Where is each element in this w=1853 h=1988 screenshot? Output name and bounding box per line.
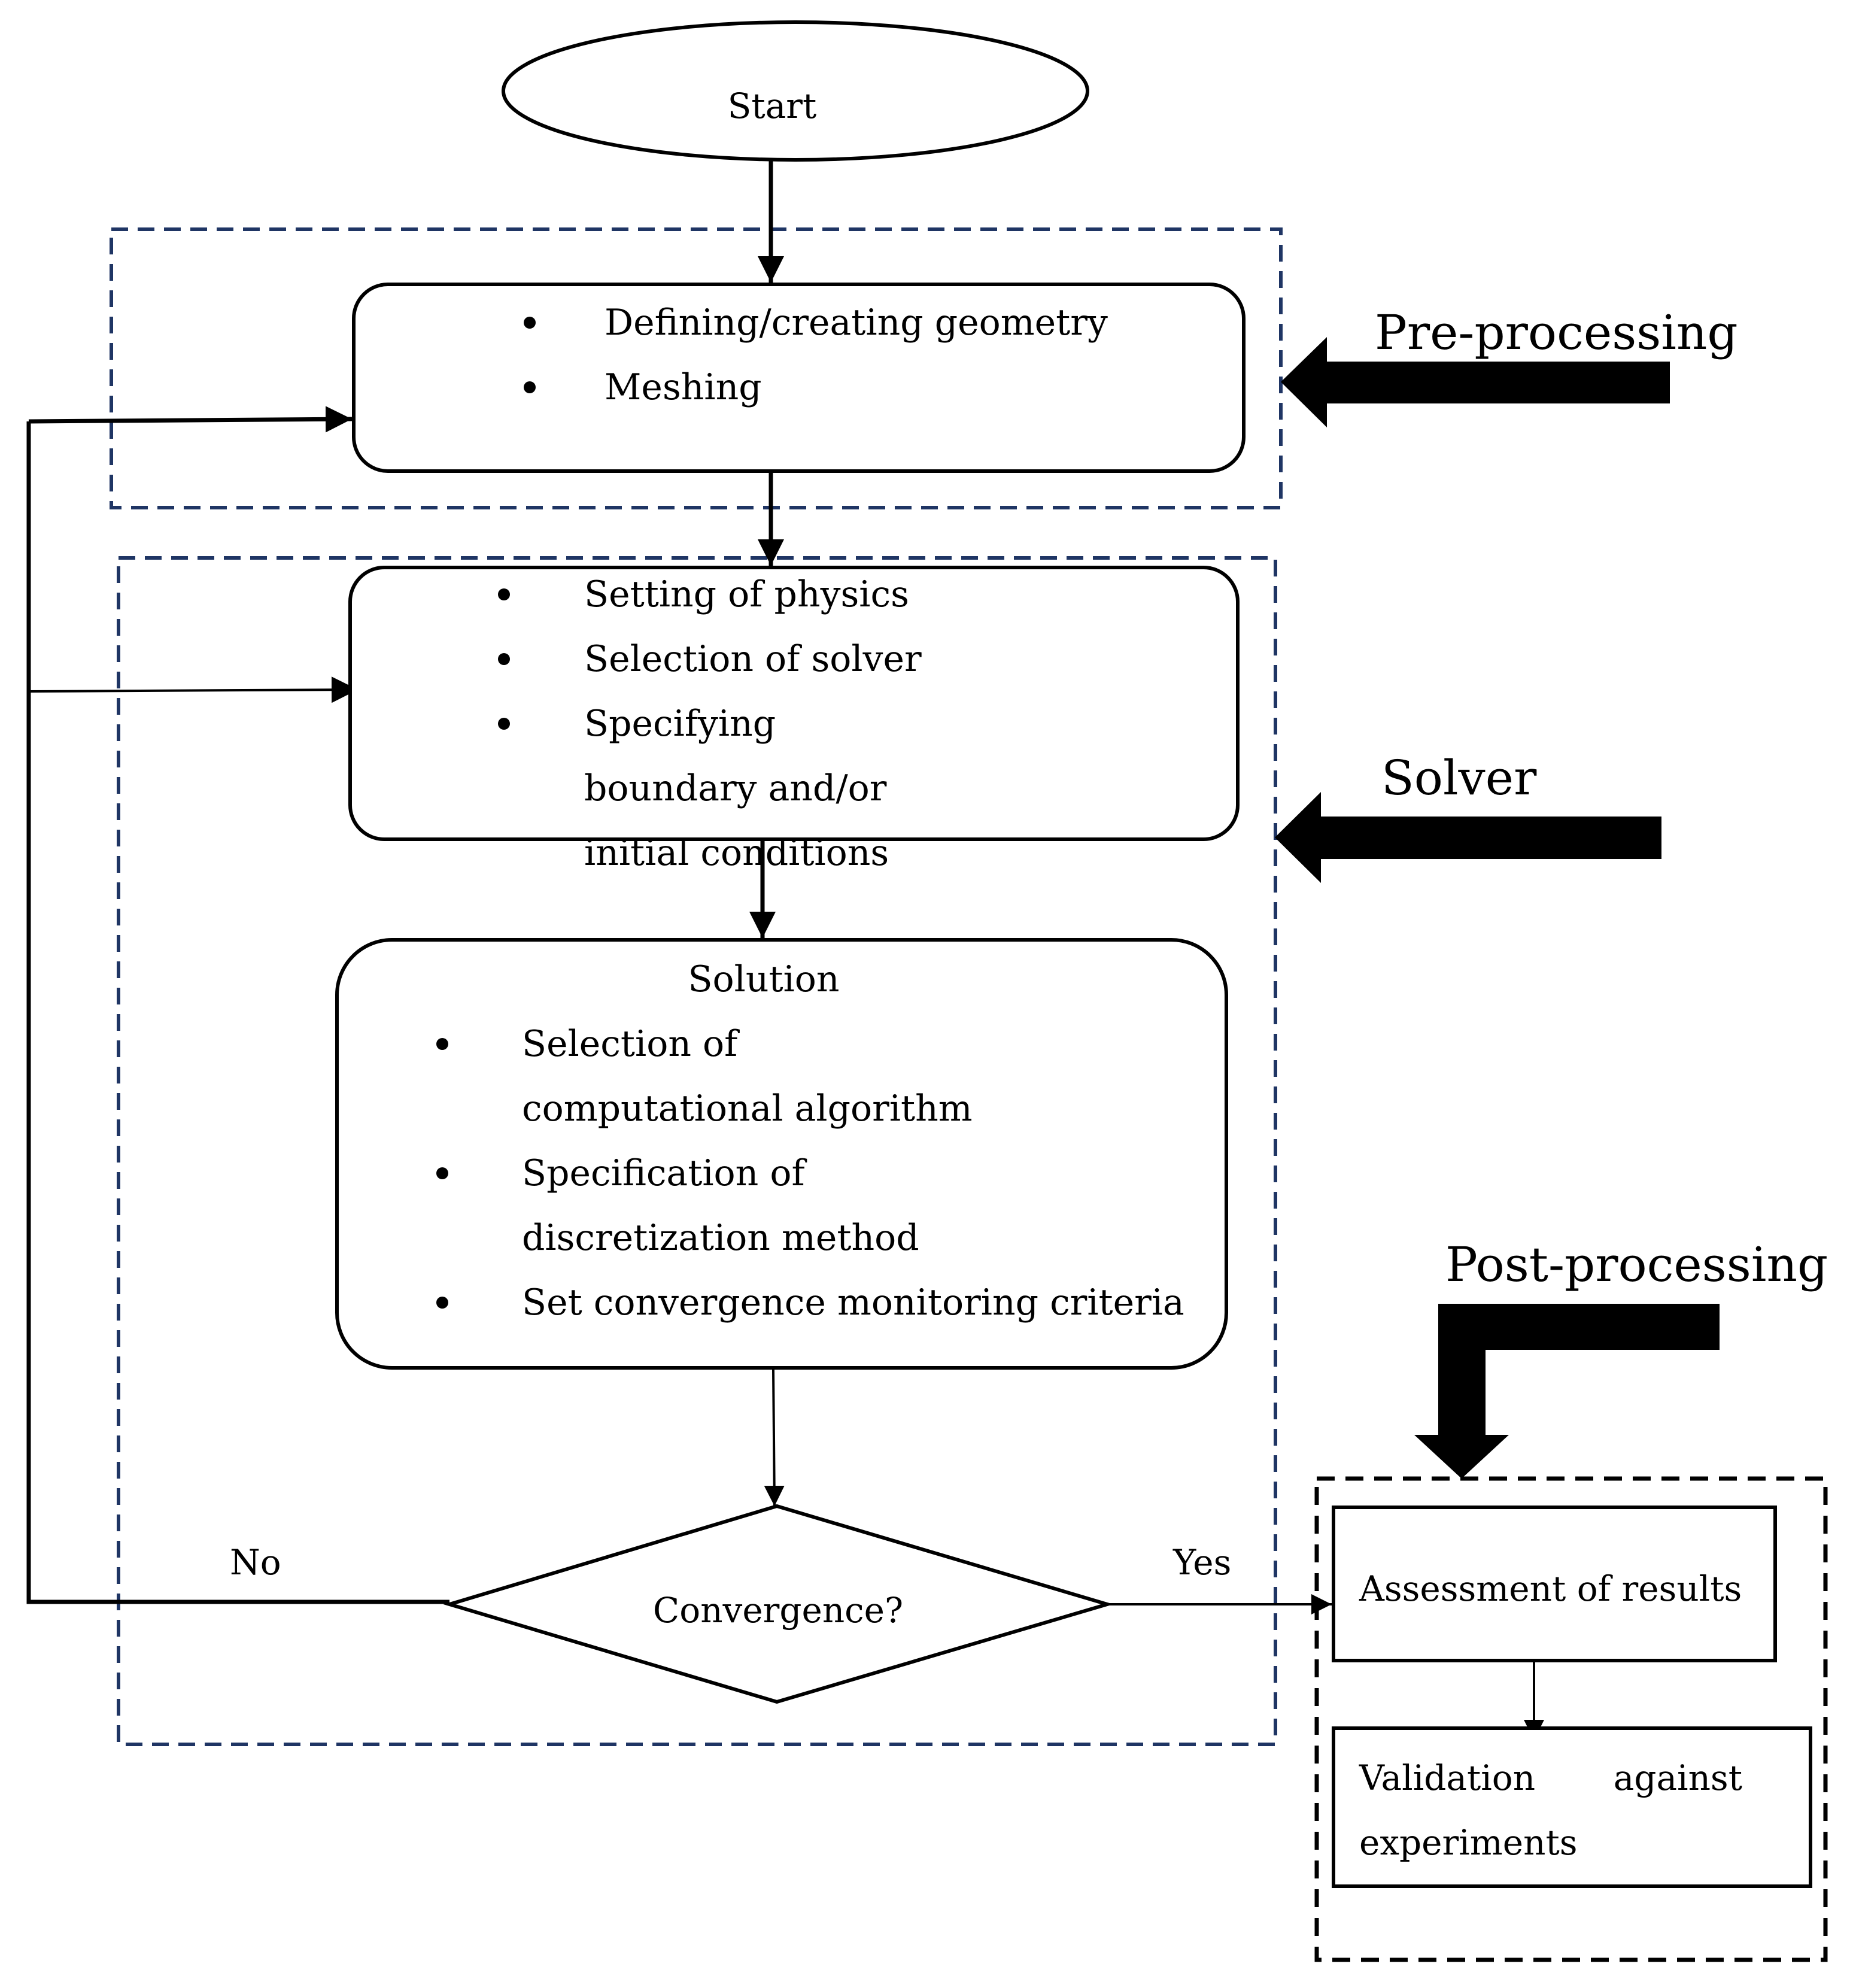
solver-stage-label: Solver [1381, 750, 1537, 806]
preprocessing-box: Defining/creating geometry Meshing [352, 283, 1246, 473]
convergence-label: Convergence? [652, 1590, 904, 1631]
solver-item: Specifying boundary and/or initial condi… [352, 691, 925, 885]
postprocessing-block-arrow [1414, 1304, 1720, 1479]
solver-block-arrow [1275, 792, 1661, 883]
validation-label: Validation against experiments [1359, 1758, 1742, 1863]
solver-region [117, 556, 1277, 1746]
arrow-solution-to-decision [764, 1369, 785, 1507]
validation-box: Validation against experiments [1332, 1726, 1812, 1888]
arrow-feedback-to-preprocessing [28, 406, 353, 433]
solution-box: Solution Selection of computational algo… [335, 938, 1228, 1370]
no-label: No [230, 1542, 281, 1583]
solver-item: Selection of solver [352, 627, 925, 691]
no-feedback-line [26, 421, 449, 1604]
solution-item: Selection of computational algorithm [339, 1012, 1184, 1141]
postprocessing-stage-label: Post-processing [1445, 1237, 1828, 1292]
bullet [436, 1038, 448, 1050]
bullet [498, 588, 510, 600]
bullet [498, 718, 510, 730]
yes-label: Yes [1173, 1542, 1232, 1583]
bullet [524, 381, 536, 393]
solver-box: Setting of physics Selection of solver S… [348, 566, 1240, 874]
preprocessing-stage-label: Pre-processing [1375, 305, 1738, 360]
preprocessing-item: Meshing [356, 355, 1108, 420]
solution-item: Specification of discretization method [339, 1141, 1184, 1270]
convergence-decision [443, 1504, 1114, 1704]
postprocessing-region [1314, 1476, 1828, 1962]
start-label: Start [727, 86, 817, 126]
start-terminal [502, 20, 1089, 162]
assessment-box: Assessment of results [1332, 1506, 1777, 1662]
assessment-label: Assessment of results [1359, 1568, 1742, 1609]
bullet [436, 1167, 448, 1179]
preprocessing-block-arrow [1281, 337, 1670, 427]
solution-title: Solution [688, 958, 840, 1000]
preprocessing-item: Defining/creating geometry [356, 290, 1108, 355]
bullet [498, 653, 510, 665]
solver-item: Setting of physics [352, 562, 925, 627]
bullet [436, 1297, 448, 1309]
preprocessing-region [110, 227, 1283, 509]
bullet [524, 317, 536, 329]
arrow-feedback-to-solver [28, 676, 359, 703]
solution-item: Set convergence monitoring criteria [339, 1270, 1184, 1335]
